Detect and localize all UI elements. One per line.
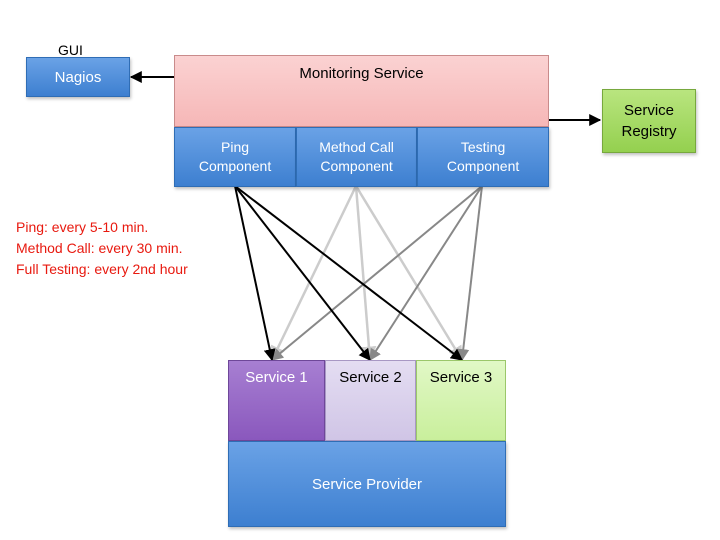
- ping-to-service1: [234, 185, 276, 362]
- ping-to-service2: [234, 185, 371, 361]
- components-row: Ping Component Method Call Component Tes…: [174, 127, 549, 187]
- service-1-box[interactable]: Service 1: [228, 360, 325, 441]
- testing-component[interactable]: Testing Component: [417, 127, 549, 187]
- service-registry-line1: Service: [623, 102, 675, 119]
- service-2-label: Service 2: [339, 369, 402, 386]
- schedule-method-call: Method Call: every 30 min.: [16, 240, 183, 256]
- ping-component[interactable]: Ping Component: [174, 127, 297, 187]
- service-registry-line2: Registry: [621, 123, 677, 140]
- method-to-service3: [354, 185, 464, 362]
- service-provider-label: Service Provider: [311, 475, 423, 493]
- service-registry-box[interactable]: Service Registry: [602, 89, 696, 153]
- method-to-service1: [270, 185, 358, 362]
- service-3-label: Service 3: [429, 369, 493, 386]
- nagios-label: Nagios: [54, 68, 102, 86]
- gui-label: GUI: [58, 42, 83, 58]
- ping-to-service3: [234, 185, 463, 361]
- monitoring-service-title: Monitoring Service: [299, 65, 424, 82]
- service-2-box[interactable]: Service 2: [325, 360, 416, 441]
- testing-to-service2: [369, 185, 483, 362]
- nagios-box[interactable]: Nagios: [26, 57, 130, 97]
- schedule-ping: Ping: every 5-10 min.: [16, 219, 149, 235]
- testing-component-line1: Testing: [460, 139, 506, 155]
- schedule-full-testing: Full Testing: every 2nd hour: [16, 261, 188, 277]
- method-to-service2: [354, 185, 377, 362]
- schedule-legend: Ping: every 5-10 min. Method Call: every…: [16, 217, 188, 280]
- monitoring-service-box[interactable]: Monitoring Service: [174, 55, 549, 127]
- testing-to-service1: [271, 185, 483, 361]
- service-3-box[interactable]: Service 3: [416, 360, 506, 441]
- method-call-component-line1: Method Call: [319, 139, 394, 155]
- method-call-component[interactable]: Method Call Component: [296, 127, 418, 187]
- ping-component-line1: Ping: [221, 139, 250, 155]
- testing-component-line2: Component: [446, 158, 520, 174]
- testing-to-service3: [457, 185, 483, 362]
- ping-component-line2: Component: [198, 158, 272, 174]
- service-provider-box[interactable]: Service Provider: [228, 441, 506, 527]
- method-call-component-line2: Component: [320, 158, 393, 174]
- service-1-label: Service 1: [245, 369, 308, 386]
